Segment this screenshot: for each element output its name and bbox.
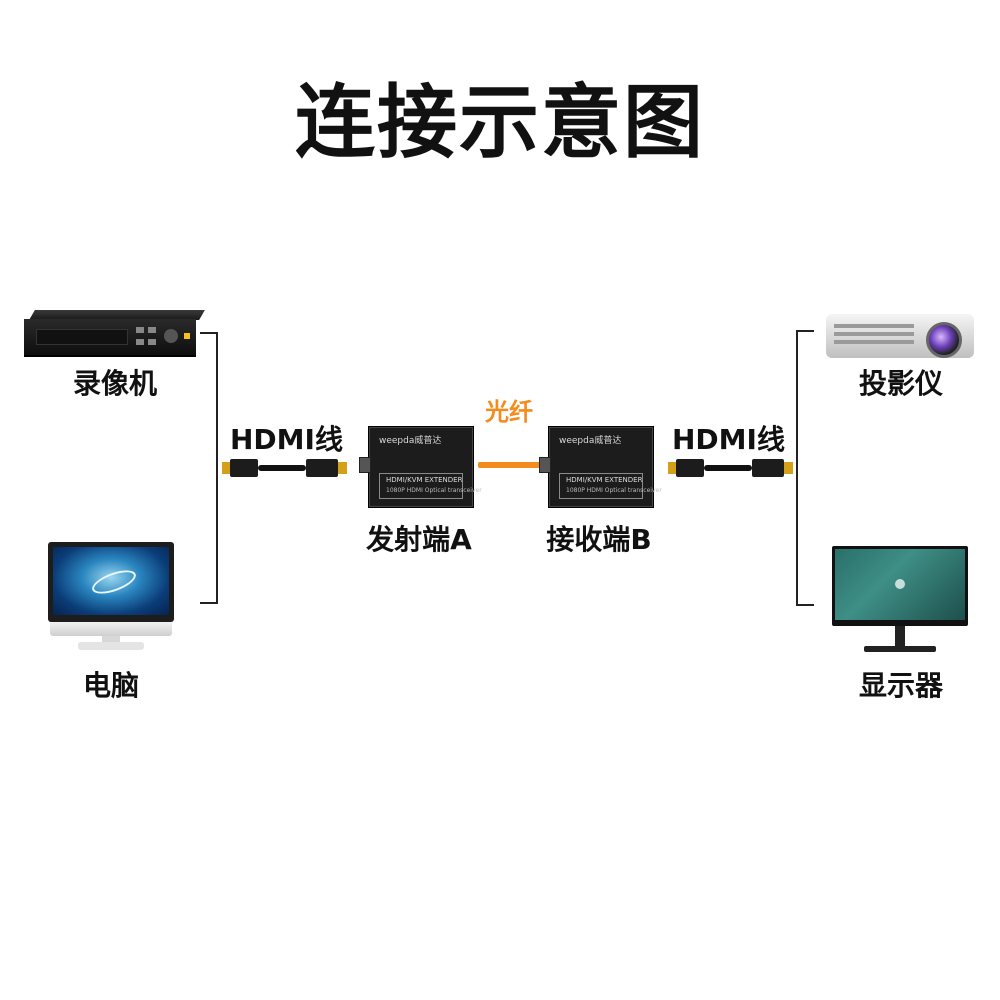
left-hdmi-label: HDMI线 (230, 423, 343, 456)
left-bracket (200, 332, 218, 604)
transmitter-model: HDMI/KVM EXTENDER (386, 476, 463, 484)
transmitter-label: 发射端A (366, 523, 472, 556)
receiver-brand: weepda威普达 (559, 436, 622, 446)
receiver-model: HDMI/KVM EXTENDER (566, 476, 643, 484)
dvr-label: 录像机 (72, 367, 157, 400)
pc-image (48, 542, 174, 654)
transmitter-device: weepda威普达 HDMI/KVM EXTENDER 1080P HDMI O… (359, 426, 482, 508)
fiber-label: 光纤 (485, 398, 533, 426)
right-hdmi-cable (668, 456, 796, 480)
right-bracket (796, 330, 814, 606)
monitor-label: 显示器 (858, 669, 943, 702)
pc-label: 电脑 (82, 669, 139, 702)
receiver-device: weepda威普达 HDMI/KVM EXTENDER 1080P HDMI O… (539, 426, 662, 508)
projector-image (826, 310, 976, 362)
transmitter-brand: weepda威普达 (379, 436, 442, 446)
dvr-image (24, 310, 205, 357)
diagram-title: 连接示意图 (295, 76, 705, 169)
left-hdmi-cable (222, 456, 350, 480)
receiver-desc: 1080P HDMI Optical transceiver (566, 487, 662, 494)
monitor-image (832, 546, 968, 654)
projector-label: 投影仪 (858, 367, 943, 400)
transmitter-desc: 1080P HDMI Optical transceiver (386, 487, 482, 494)
right-hdmi-label: HDMI线 (672, 423, 785, 456)
fiber-line (478, 462, 540, 468)
receiver-label: 接收端B (546, 523, 652, 556)
